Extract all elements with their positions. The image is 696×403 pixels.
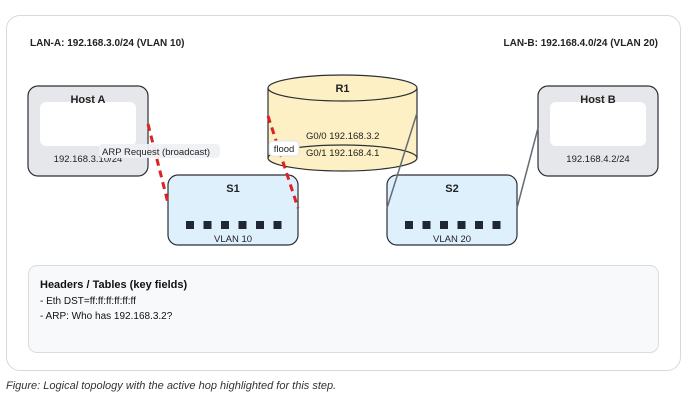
switch-port: [457, 221, 466, 229]
host-a[interactable]: Host A 192.168.3.10/24: [27, 85, 149, 177]
info-line-arp: - ARP: Who has 192.168.3.2?: [40, 311, 173, 322]
switch-s1-box: [167, 174, 299, 246]
switch-s2-name: S2: [445, 183, 458, 195]
switch-s2-ports: [405, 221, 501, 229]
router-if0: G0/0 192.168.3.2: [306, 131, 379, 142]
router-r1[interactable]: R1 G0/0 192.168.3.2 G0/1 192.168.4.1: [267, 74, 418, 172]
router-name: R1: [335, 83, 349, 95]
switch-port: [492, 221, 501, 229]
switch-s2-box: [386, 174, 518, 246]
host-b-name: Host B: [580, 94, 616, 106]
link-s2-hostb[interactable]: [516, 127, 539, 209]
switch-port: [405, 221, 413, 229]
router-if1: G0/1 192.168.4.1: [306, 148, 379, 159]
switch-s2-vlan: VLAN 20: [433, 234, 471, 245]
link-hosta-s1-active[interactable]: [146, 123, 170, 204]
flood-label: flood: [268, 140, 300, 157]
switch-port: [273, 221, 282, 229]
host-a-screen: [40, 102, 136, 146]
switch-s1-name: S1: [226, 183, 239, 195]
host-b-ip: 192.168.4.2/24: [566, 154, 629, 165]
host-a-ip: 192.168.3.10/24: [54, 154, 123, 165]
switch-port: [203, 221, 212, 229]
link-r1-s2[interactable]: [386, 112, 418, 209]
switch-port: [475, 221, 483, 229]
flood-text: flood: [274, 144, 295, 155]
figure-caption: Figure: Logical topology with the active…: [6, 380, 337, 392]
switch-s1-ports: [186, 221, 282, 229]
switch-port: [186, 221, 194, 229]
switch-port: [238, 221, 247, 229]
switch-port: [256, 221, 264, 229]
host-b-screen: [550, 102, 646, 146]
host-b[interactable]: Host B 192.168.4.2/24: [537, 85, 659, 177]
switch-s1-vlan: VLAN 10: [214, 234, 252, 245]
arp-request-label: ARP Request (broadcast): [99, 144, 220, 158]
router-top: [267, 74, 418, 102]
switch-port: [422, 221, 431, 229]
switch-s2[interactable]: S2 VLAN 20: [386, 174, 518, 246]
switch-s1[interactable]: S1 VLAN 10: [167, 174, 299, 246]
headers-tables-panel: Headers / Tables (key fields) - Eth DST=…: [28, 265, 659, 353]
info-title: Headers / Tables (key fields): [40, 279, 188, 291]
switch-port: [221, 221, 229, 229]
lan-b-label: LAN-B: 192.168.4.0/24 (VLAN 20): [503, 38, 658, 49]
link-s1-r1-flood[interactable]: [266, 115, 300, 209]
info-line-eth: - Eth DST=ff:ff:ff:ff:ff:ff: [40, 296, 136, 307]
router-body-outline: [267, 88, 418, 172]
host-a-name: Host A: [70, 94, 105, 106]
switch-port: [440, 221, 448, 229]
lan-a-label: LAN-A: 192.168.3.0/24 (VLAN 10): [30, 38, 185, 49]
arp-request-text: ARP Request (broadcast): [102, 147, 210, 158]
